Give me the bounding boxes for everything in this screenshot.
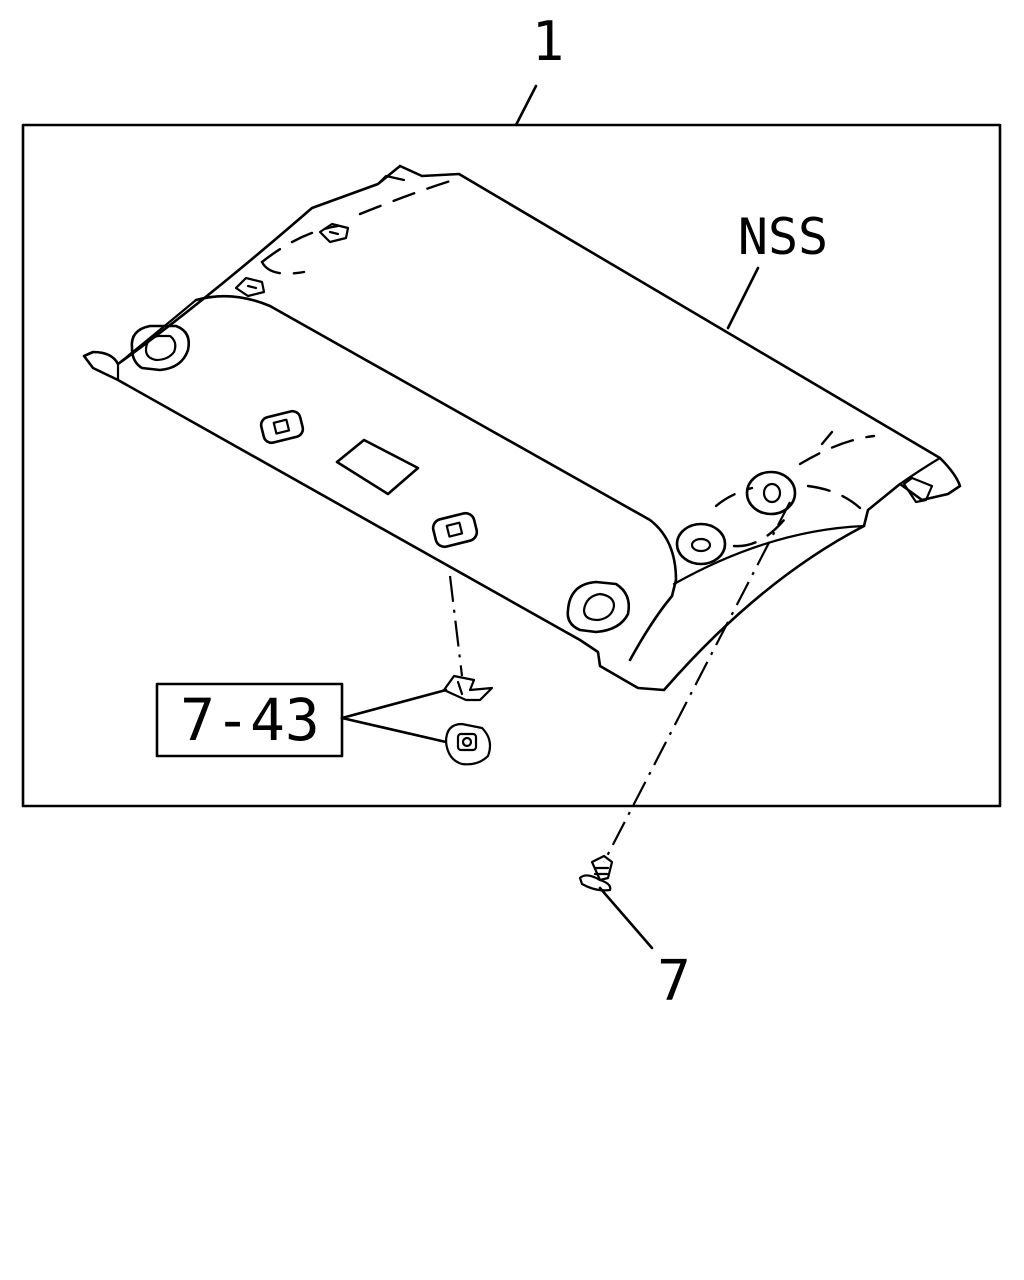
callout-assembly-number: 1 [532,10,565,73]
headliner-oval-hole [675,522,727,566]
screw-fastener [578,854,614,892]
retainer-clip [442,674,494,702]
callout-fastener-number: 7 [657,949,691,1014]
reference-box [155,682,344,758]
headliner-clip-pad [259,409,305,445]
assembly-frame [21,123,1002,808]
retainer-nut [444,722,492,766]
headliner-clip-pad [431,511,479,549]
rear-corner-tab [902,476,934,504]
headliner-oval-hole [566,580,631,634]
leader-line-ref-clip [340,688,448,720]
visor-clip [234,276,266,298]
chain-line-clip [448,575,464,677]
reference-label: 7-43 [180,686,320,754]
visor-clip [318,222,350,244]
headliner-oval-hole [130,324,191,372]
leader-line-fastener [598,886,654,950]
headliner-panel [82,164,962,692]
leader-line-variant [726,266,760,330]
headliner-oval-hole [745,470,797,516]
leader-line-assembly [514,84,538,127]
chain-line-screw [603,501,791,863]
leader-line-ref-nut [340,716,448,744]
callout-variant-label: NSS [738,208,828,266]
dome-light-opening [335,438,420,496]
